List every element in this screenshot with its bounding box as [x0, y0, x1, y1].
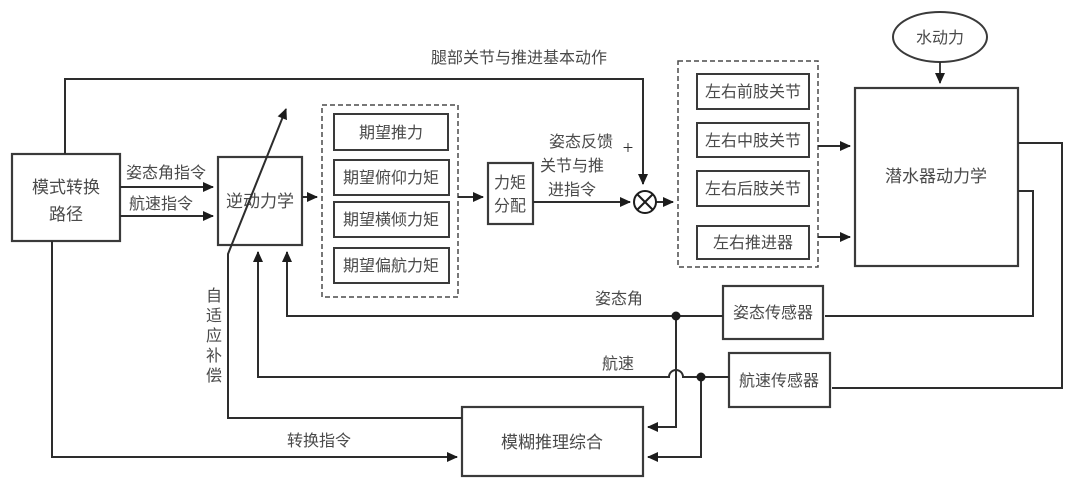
desired-item: 期望推力	[359, 124, 423, 142]
block-vehicle-dynamics-label: 潜水器动力学	[885, 167, 987, 186]
block-speed-sensor: 航速传感器	[727, 351, 832, 409]
block-inverse-dynamics: 逆动力学	[216, 155, 304, 247]
actuator-item: 左右中肢关节	[705, 132, 801, 150]
adaptive-char: 应	[206, 326, 222, 345]
junction-dot	[696, 372, 706, 382]
hydrodynamic-force-node: 水动力	[892, 11, 988, 63]
desired-item: 期望俯仰力矩	[343, 169, 439, 187]
block-mode-path-label-line1: 模式转换	[32, 178, 100, 197]
edge-speed-to-fuzzy	[647, 377, 702, 462]
sum-junction	[633, 190, 657, 214]
block-speed-sensor-label: 航速传感器	[739, 372, 819, 390]
hydrodynamic-force-label: 水动力	[916, 29, 964, 47]
label-feedback-line1: 姿态反馈	[549, 133, 613, 151]
group-desired-outputs: 期望推力 期望俯仰力矩 期望横倾力矩 期望偏航力矩	[321, 104, 459, 298]
label-feedback-line3: 进指令	[548, 181, 596, 199]
edge-vehicle-to-attitude-sensor	[825, 190, 1034, 317]
label-adaptive-compensation: 自 适 应 补 偿	[206, 287, 222, 385]
edge-convert-cmd	[51, 241, 458, 462]
block-fuzzy-inference: 模糊推理综合	[460, 405, 645, 478]
label-attitude-angle: 姿态角	[595, 290, 643, 308]
adaptive-char: 自	[206, 287, 222, 305]
label-attitude-cmd: 姿态角指令	[126, 164, 206, 182]
edge-fuzzy-adaptive-to-inverse	[227, 108, 462, 419]
edge-speed-feedback	[253, 251, 729, 378]
label-convert-cmd: 转换指令	[287, 432, 351, 450]
block-fuzzy-inference-label: 模糊推理综合	[501, 433, 603, 452]
desired-item: 期望偏航力矩	[343, 257, 439, 275]
actuator-item: 左右推进器	[713, 234, 793, 252]
actuator-item: 左右后肢关节	[705, 180, 801, 198]
block-torque-allocation: 力矩 分配	[486, 161, 535, 226]
adaptive-char: 偿	[206, 367, 222, 385]
edge-vehicle-to-speed-sensor	[832, 142, 1063, 389]
actuator-item: 左右前肢关节	[705, 83, 801, 101]
block-inverse-dynamics-label: 逆动力学	[226, 192, 294, 211]
block-attitude-sensor: 姿态传感器	[721, 284, 825, 341]
block-mode-path-label-line2: 路径	[49, 205, 83, 224]
block-mode-path: 模式转换 路径	[10, 152, 122, 243]
block-torque-allocation-label-line1: 力矩	[494, 174, 526, 192]
sum-plus-sign: +	[623, 138, 634, 159]
adaptive-char: 适	[206, 307, 222, 325]
junction-dot	[671, 311, 681, 321]
desired-item: 期望横倾力矩	[343, 211, 439, 229]
adaptive-char: 补	[206, 347, 222, 365]
group-actuators: 左右前肢关节 左右中肢关节 左右后肢关节 左右推进器	[677, 60, 819, 268]
edge-attitude-feedback	[282, 251, 723, 317]
label-speed-cmd: 航速指令	[129, 195, 193, 213]
label-feedback-line2: 关节与推	[540, 157, 604, 175]
edge-leg-basic-action	[64, 78, 648, 185]
edge-attitude-to-fuzzy	[647, 316, 677, 432]
block-vehicle-dynamics: 潜水器动力学	[853, 86, 1020, 268]
block-torque-allocation-label-line2: 分配	[494, 197, 526, 215]
label-speed: 航速	[602, 355, 634, 373]
label-leg-basic-action: 腿部关节与推进基本动作	[431, 49, 607, 67]
block-attitude-sensor-label: 姿态传感器	[733, 304, 813, 322]
